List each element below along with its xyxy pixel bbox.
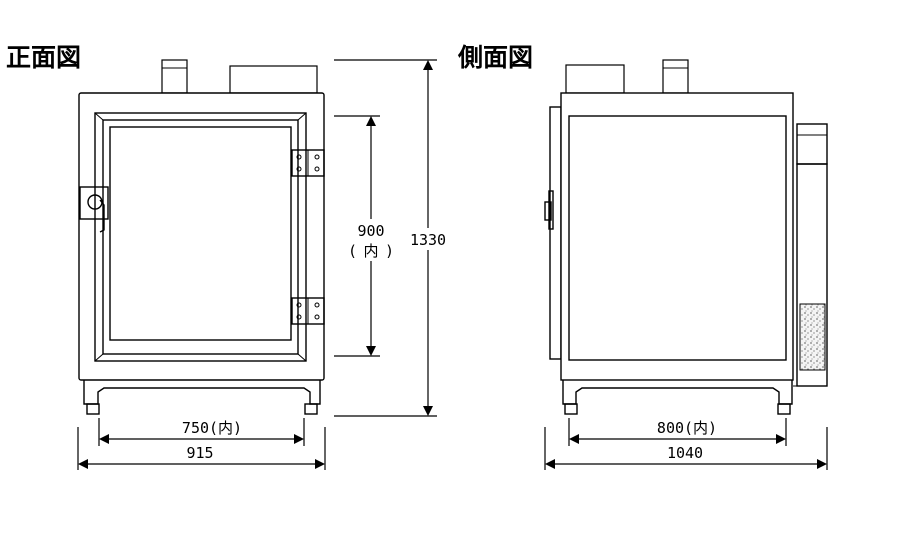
side-cabinet-body	[560, 92, 794, 381]
front-inner-width-dimension: 750(内)	[98, 418, 305, 446]
front-chimney	[161, 59, 188, 94]
front-top-box	[229, 65, 318, 94]
side-rear-unit	[793, 123, 828, 387]
front-total-height-value: 1330	[410, 231, 446, 249]
side-inner-panel	[568, 115, 787, 361]
side-total-depth-value: 1040	[667, 444, 703, 462]
front-view	[78, 59, 325, 415]
side-inner-depth-value: 800(内)	[657, 419, 717, 437]
front-view-title: 正面図	[6, 43, 81, 72]
front-inner-width-value: 750(内)	[182, 419, 242, 437]
front-door-handle	[79, 186, 109, 233]
front-right-foot	[304, 403, 318, 415]
front-lower-hinge	[291, 297, 325, 325]
front-cabinet-body	[78, 92, 325, 381]
front-stand	[83, 380, 321, 405]
side-rear-filter	[799, 303, 826, 371]
side-inner-depth-dimension: 800(内)	[568, 418, 787, 446]
front-inner-height-value: 900	[357, 222, 384, 240]
front-total-width-value: 915	[186, 444, 213, 462]
side-door-handle	[544, 190, 554, 230]
front-upper-hinge	[291, 149, 325, 177]
front-inner-height-note: (内)	[348, 242, 394, 260]
side-chimney	[662, 59, 689, 94]
side-left-foot	[564, 403, 578, 415]
side-stand	[562, 380, 793, 405]
front-door-inner-frame	[102, 119, 299, 355]
front-window	[109, 126, 292, 341]
front-total-width-dimension: 915	[77, 427, 326, 470]
side-right-foot	[777, 403, 791, 415]
front-total-height-dimension: 1330	[334, 59, 452, 417]
side-door-edge	[549, 106, 562, 360]
side-total-depth-dimension: 1040	[544, 427, 828, 470]
side-view	[544, 59, 828, 415]
front-door-frame	[94, 112, 307, 362]
front-left-foot	[86, 403, 100, 415]
front-inner-height-dimension: 900 (内)	[334, 115, 396, 357]
side-top-box	[565, 64, 625, 94]
side-view-title: 側面図	[457, 43, 533, 72]
